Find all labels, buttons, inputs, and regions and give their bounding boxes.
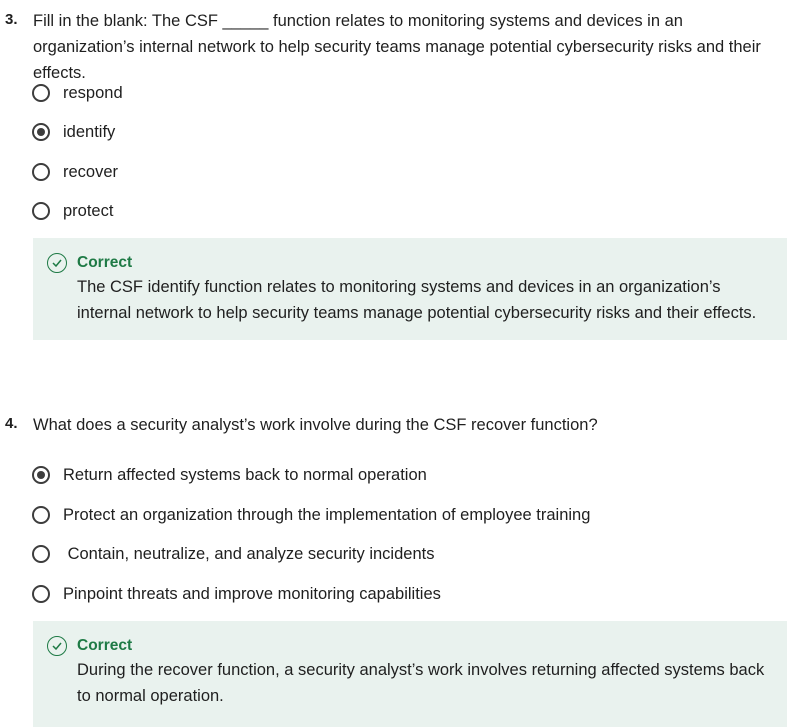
option-label: Contain, neutralize, and analyze securit… [63,544,435,563]
question-number: 3. [5,11,18,28]
question-text: What does a security analyst’s work invo… [33,416,598,434]
radio-button-icon[interactable] [32,506,50,524]
option-label: protect [63,201,114,220]
radio-button-icon[interactable] [32,84,50,102]
option-label: Return affected systems back to normal o… [63,465,427,484]
radio-button-icon[interactable] [32,545,50,563]
option-identify[interactable]: identify [32,119,115,145]
option-label: Pinpoint threats and improve monitoring … [63,584,441,603]
question-text: Fill in the blank: The CSF _____ functio… [33,12,761,82]
option-return-systems[interactable]: Return affected systems back to normal o… [32,462,427,488]
question-number: 4. [5,415,18,432]
radio-button-icon[interactable] [32,585,50,603]
radio-button-icon[interactable] [32,123,50,141]
option-contain-incidents[interactable]: Contain, neutralize, and analyze securit… [32,541,434,567]
radio-button-icon[interactable] [32,163,50,181]
option-label: recover [63,162,119,181]
option-label: respond [63,83,123,102]
check-circle-icon [47,253,67,273]
check-circle-icon [47,636,67,656]
feedback-status: Correct [77,254,133,271]
option-recover[interactable]: recover [32,159,118,185]
option-respond[interactable]: respond [32,80,123,106]
option-protect[interactable]: protect [32,198,113,224]
radio-button-icon[interactable] [32,202,50,220]
feedback-panel: Correct During the recover function, a s… [33,621,787,727]
feedback-status: Correct [77,637,133,654]
radio-button-icon[interactable] [32,466,50,484]
option-label: Protect an organization through the impl… [63,505,591,524]
feedback-explanation: The CSF identify function relates to mon… [77,278,757,322]
feedback-explanation: During the recover function, a security … [77,661,765,705]
option-employee-training[interactable]: Protect an organization through the impl… [32,502,590,528]
feedback-panel: Correct The CSF identify function relate… [33,238,787,340]
option-label: identify [63,122,116,141]
option-pinpoint-threats[interactable]: Pinpoint threats and improve monitoring … [32,581,441,607]
